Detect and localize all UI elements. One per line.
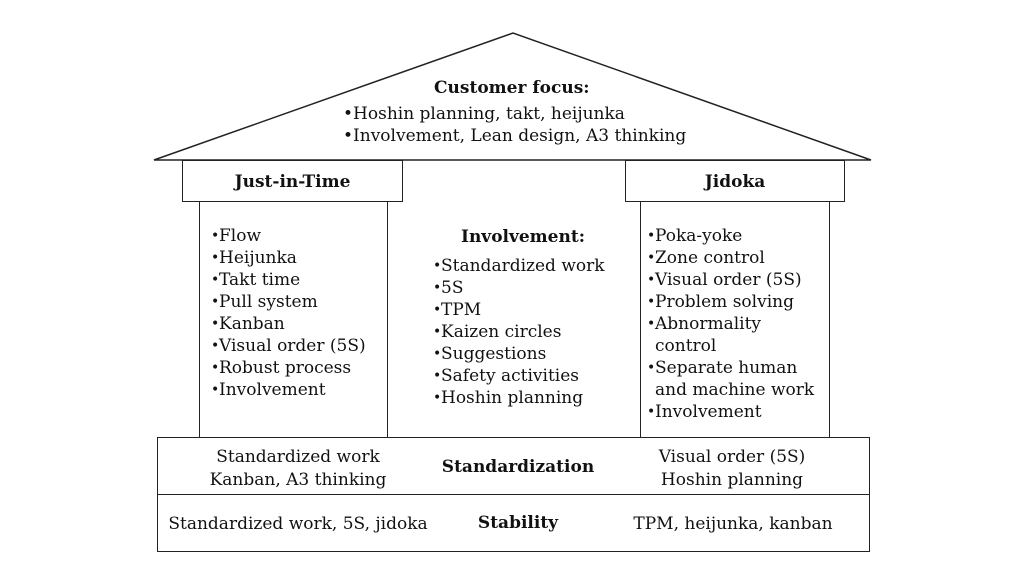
list-item: 5S [433, 277, 605, 299]
stability-band: Standardized work, 5S, jidoka Stability … [157, 494, 870, 552]
involvement-list: Standardized work 5S TPM Kaizen circles … [433, 255, 605, 409]
list-item: Involvement [647, 401, 823, 423]
standardization-band: Standardized work Kanban, A3 thinking St… [157, 437, 870, 495]
list-item: Takt time [211, 269, 366, 291]
roof-item-1: •Hoshin planning, takt, heijunka [343, 104, 625, 124]
stability-label: Stability [477, 513, 559, 533]
list-item: Pull system [211, 291, 366, 313]
roof-item-2: •Involvement, Lean design, A3 thinking [343, 126, 687, 146]
list-item: Standardized work [433, 255, 605, 277]
stability-left: Standardized work, 5S, jidoka [168, 514, 428, 534]
list-item: Suggestions [433, 343, 605, 365]
standardization-right: Visual order (5S) Hoshin planning [658, 447, 806, 490]
list-item: Poka-yoke [647, 225, 823, 247]
list-item: Flow [211, 225, 366, 247]
jidoka-title: Jidoka [704, 172, 766, 192]
list-item: TPM [433, 299, 605, 321]
list-item: Robust process [211, 357, 366, 379]
list-item: Visual order (5S) [211, 335, 366, 357]
standardization-label: Standardization [441, 457, 595, 477]
jit-title: Just-in-Time [234, 172, 351, 192]
list-item: Problem solving [647, 291, 823, 313]
jidoka-pillar-box: Poka-yoke Zone control Visual order (5S)… [640, 201, 830, 438]
jidoka-header-box: Jidoka [625, 160, 845, 202]
jit-pillar-box: Flow Heijunka Takt time Pull system Kanb… [199, 201, 388, 438]
list-item: Kanban [211, 313, 366, 335]
jidoka-list: Poka-yoke Zone control Visual order (5S)… [647, 225, 823, 423]
jit-list: Flow Heijunka Takt time Pull system Kanb… [211, 225, 366, 401]
involvement-title: Involvement: [461, 227, 585, 247]
list-item: Separate human and machine work [647, 357, 815, 401]
list-item: Visual order (5S) [647, 269, 823, 291]
list-item: Hoshin planning [433, 387, 605, 409]
standardization-left: Standardized work Kanban, A3 thinking [209, 447, 387, 490]
list-item: Kaizen circles [433, 321, 605, 343]
jit-header-box: Just-in-Time [182, 160, 403, 202]
list-item: Involvement [211, 379, 366, 401]
list-item: Safety activities [433, 365, 605, 387]
list-item: Heijunka [211, 247, 366, 269]
list-item: Zone control [647, 247, 823, 269]
list-item: Abnormality control [647, 313, 785, 357]
roof-title: Customer focus: [434, 78, 590, 98]
stability-right: TPM, heijunka, kanban [633, 514, 833, 534]
